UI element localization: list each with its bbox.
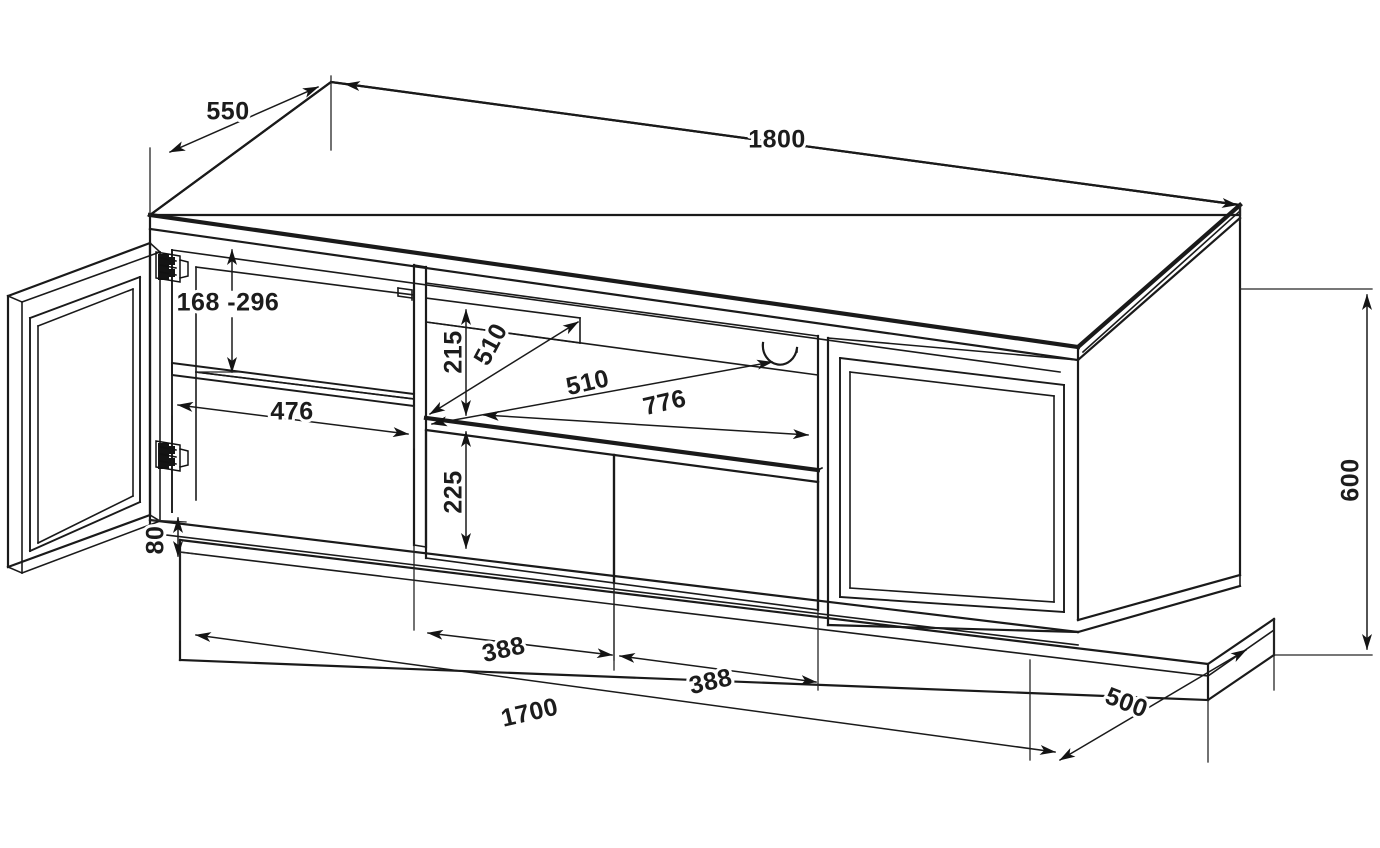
dim-label-halo: 80 bbox=[142, 526, 170, 555]
dimension-lines bbox=[149, 75, 1373, 763]
dim-label-halo: 225 bbox=[440, 470, 468, 513]
dim-label-halo: 476 bbox=[270, 398, 313, 426]
dim-1800 bbox=[344, 81, 1238, 208]
dim-label-halo: 1800 bbox=[748, 126, 806, 154]
semicircular-cable-hole bbox=[761, 341, 799, 366]
open-left-door[interactable] bbox=[6, 241, 162, 575]
dim-label-halo: 600 bbox=[1337, 458, 1365, 501]
dim-label-halo: 215 bbox=[440, 330, 468, 373]
dim-label-halo: 550 bbox=[206, 98, 249, 126]
dim-1700 bbox=[195, 632, 1056, 755]
adjustable-shelf bbox=[170, 287, 416, 408]
dim-550 bbox=[169, 86, 319, 153]
upper-hinge bbox=[155, 251, 189, 283]
interior-top-edge bbox=[171, 249, 1061, 373]
dim-500 bbox=[1058, 648, 1248, 762]
dim-476 bbox=[177, 401, 409, 438]
dim-388-right bbox=[619, 653, 817, 685]
dim-label-text: 550 bbox=[206, 98, 249, 126]
dim-388-left bbox=[427, 629, 613, 659]
middle-back-top bbox=[425, 282, 819, 337]
cabinet-right-side bbox=[1076, 216, 1242, 634]
dim-label-text: 600 bbox=[1337, 458, 1365, 501]
dim-label-text: 80 bbox=[142, 526, 170, 555]
closed-right-door[interactable] bbox=[826, 336, 1080, 634]
dim-776 bbox=[483, 410, 809, 440]
dim-label-text: 215 bbox=[440, 330, 468, 373]
dim-label-text: 225 bbox=[440, 470, 468, 513]
dim-label-text: 476 bbox=[270, 398, 313, 426]
dim-label-halo: 168 -296 bbox=[177, 289, 280, 317]
dim-label-text: 1800 bbox=[748, 126, 806, 154]
lower-hinge bbox=[155, 440, 189, 472]
cabinet-interior bbox=[170, 249, 1061, 613]
dim-label-text: 168 -296 bbox=[177, 289, 280, 317]
